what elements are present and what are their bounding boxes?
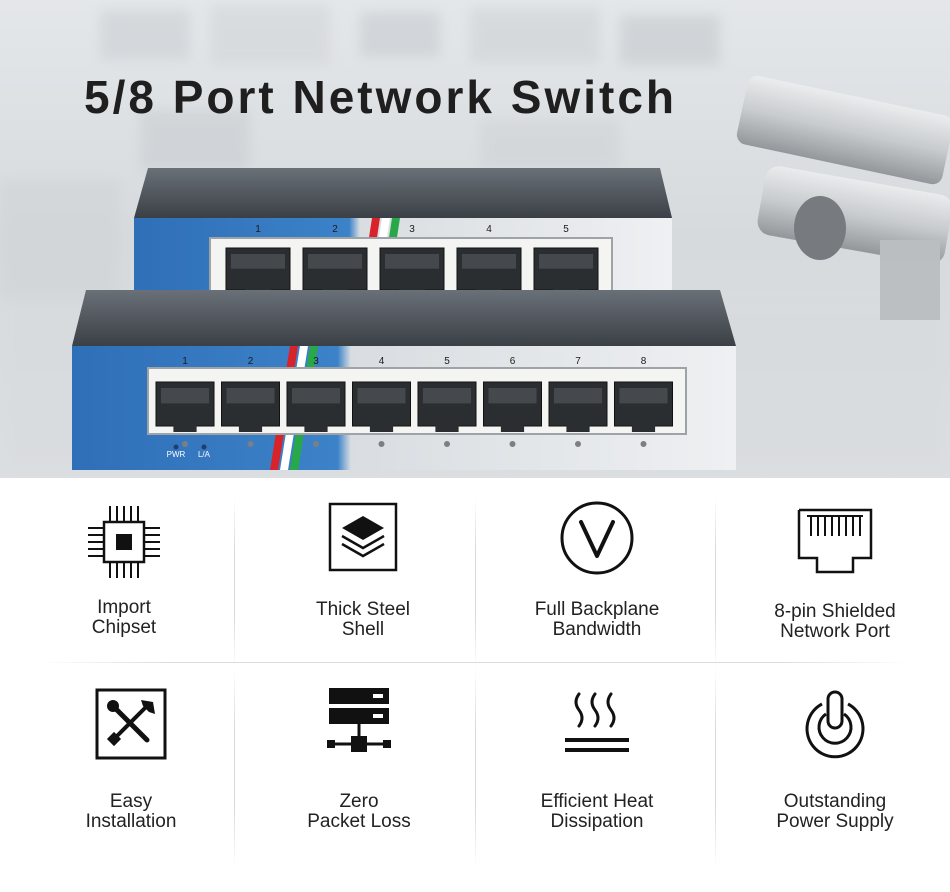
port-number-label: 3 — [409, 224, 415, 235]
ethernet-port — [286, 381, 346, 432]
ethernet-port — [379, 247, 445, 296]
chip-icon — [88, 506, 160, 578]
port-led — [247, 441, 254, 447]
v-circle-icon — [560, 501, 634, 575]
ethernet-port — [533, 247, 599, 296]
feature-label: Import Chipset — [91, 597, 157, 638]
port-led — [640, 441, 647, 447]
feature-outstanding-power-supply: Outstanding Power Supply — [716, 668, 950, 858]
port-number-label: 1 — [255, 224, 261, 235]
port-number-label: 7 — [575, 356, 581, 367]
ethernet-port — [417, 381, 477, 432]
ethernet-port — [225, 247, 291, 296]
divider — [475, 498, 476, 668]
feature-efficient-heat-dissipation: Efficient Heat Dissipation — [478, 668, 716, 858]
switch-8-port — [72, 290, 736, 470]
divider — [475, 668, 476, 868]
divider — [715, 668, 716, 868]
rj45-port-icon — [797, 508, 873, 574]
heat-icon — [565, 692, 629, 752]
security-camera — [736, 75, 950, 320]
divider — [715, 498, 716, 668]
port-number-label: 3 — [313, 356, 319, 367]
feature-full-backplane-bandwidth: Full Backplane Bandwidth — [478, 478, 716, 668]
port-number-label: 2 — [332, 224, 338, 235]
ethernet-port — [483, 381, 542, 432]
divider — [234, 498, 235, 668]
feature-label: Zero Packet Loss — [307, 791, 411, 832]
indicator-led — [201, 444, 207, 450]
page-title: 5/8 Port Network Switch — [84, 71, 678, 123]
port-led — [182, 441, 188, 447]
port-number-label: 1 — [182, 356, 188, 367]
divider — [40, 662, 910, 663]
ethernet-port — [614, 381, 673, 432]
tools-icon — [95, 688, 167, 760]
feature-easy-installation: Easy Installation — [12, 668, 250, 858]
feature-label: 8-pin Shielded Network Port — [774, 601, 896, 642]
feature-label: Efficient Heat Dissipation — [540, 791, 654, 832]
ethernet-port — [302, 247, 368, 296]
ethernet-port — [548, 381, 608, 432]
indicator-label: PWR — [167, 450, 186, 459]
port-number-label: 4 — [486, 224, 492, 235]
port-number-label: 4 — [379, 356, 385, 367]
ethernet-port — [456, 247, 522, 296]
ethernet-port — [155, 381, 215, 432]
port-led — [575, 441, 581, 447]
server-network-icon — [327, 688, 391, 752]
indicator-label: L/A — [198, 450, 211, 459]
port-led — [444, 441, 450, 447]
port-number-label: 2 — [248, 356, 254, 367]
port-number-label: 6 — [510, 356, 516, 367]
feature-import-chipset: Import Chipset — [5, 478, 243, 668]
feature-label: Thick Steel Shell — [316, 599, 410, 640]
port-number-label: 5 — [444, 356, 450, 367]
port-number-label: 8 — [641, 356, 647, 367]
ethernet-port — [221, 381, 280, 432]
port-led — [313, 441, 319, 447]
ethernet-port — [352, 381, 411, 432]
features-grid: Import Chipset Thick Steel Shell Full Ba… — [0, 478, 950, 892]
feature-zero-packet-loss: Zero Packet Loss — [240, 668, 478, 858]
power-icon — [805, 690, 865, 759]
port-led — [509, 441, 516, 447]
indicator-led — [173, 444, 179, 450]
feature-label: Easy Installation — [85, 791, 177, 832]
port-number-label: 5 — [563, 224, 569, 235]
feature-8-pin-shielded-port: 8-pin Shielded Network Port — [716, 478, 950, 668]
layers-icon — [328, 502, 398, 572]
port-led — [378, 441, 385, 447]
divider — [234, 668, 235, 868]
feature-thick-steel-shell: Thick Steel Shell — [244, 478, 482, 668]
feature-label: Full Backplane Bandwidth — [534, 599, 660, 640]
feature-label: Outstanding Power Supply — [776, 791, 894, 832]
